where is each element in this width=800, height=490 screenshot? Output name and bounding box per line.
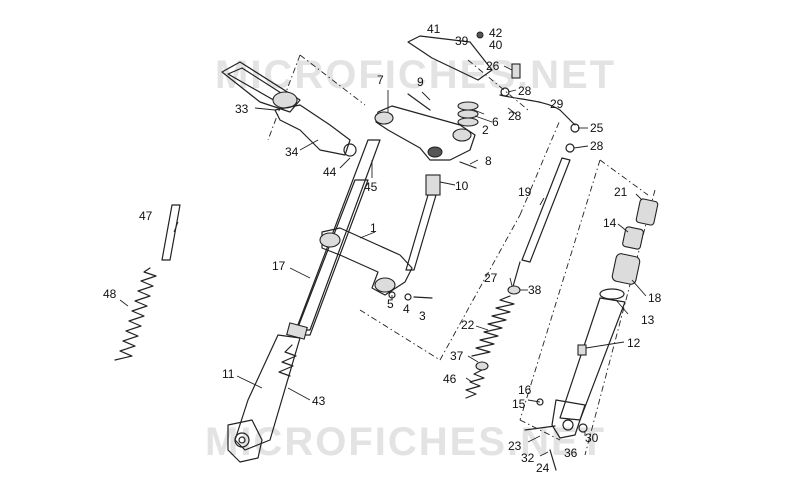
washer-38	[507, 285, 521, 295]
nut-stack	[457, 101, 479, 127]
callout-42: 42	[489, 26, 503, 40]
fork-spring-48	[114, 267, 157, 361]
callout-38: 38	[528, 283, 542, 297]
left-fork-assembly	[227, 139, 381, 463]
callout-27: 27	[484, 271, 498, 285]
callout-14: 14	[603, 216, 617, 230]
callout-12: 12	[627, 336, 641, 350]
callout-39: 39	[455, 34, 469, 48]
callout-26: 26	[486, 59, 500, 73]
callout-30: 30	[585, 431, 599, 445]
callout-44: 44	[323, 165, 337, 179]
top-cover-41	[407, 31, 493, 81]
callout-37: 37	[450, 349, 464, 363]
headlamp-bracket-34	[274, 104, 357, 157]
callout-28-c: 28	[590, 139, 604, 153]
bolt-8	[459, 161, 477, 169]
callout-43: 43	[312, 394, 326, 408]
callout-16: 16	[518, 383, 532, 397]
callout-3: 3	[419, 309, 426, 323]
callout-23: 23	[508, 439, 522, 453]
callout-numbers: 1 2 3 4 5 6 7 8 9 10 11 12 13 14 15 16 1…	[103, 22, 662, 475]
spring-22	[471, 295, 515, 357]
callout-8: 8	[485, 154, 492, 168]
rod-27	[511, 261, 521, 291]
callout-32: 32	[521, 451, 535, 465]
callout-36: 36	[564, 446, 578, 460]
washer-37	[475, 361, 489, 371]
callout-10: 10	[455, 179, 469, 193]
callout-18: 18	[648, 291, 662, 305]
clamp-bolts	[388, 291, 433, 301]
callout-15: 15	[512, 397, 526, 411]
callout-5: 5	[387, 297, 394, 311]
callout-41: 41	[427, 22, 441, 36]
callout-4: 4	[403, 302, 410, 316]
callout-40: 40	[489, 38, 503, 52]
bolt-9	[407, 93, 431, 111]
callout-22: 22	[461, 318, 475, 332]
callout-28-a: 28	[518, 84, 532, 98]
callout-48: 48	[103, 287, 117, 301]
tube-47	[161, 204, 181, 261]
callout-46: 46	[443, 372, 457, 386]
callout-28-b: 28	[508, 109, 522, 123]
damper-rod-19	[521, 157, 571, 263]
callout-24: 24	[536, 461, 550, 475]
callout-33: 33	[235, 102, 249, 116]
upper-triple-clamp-7	[374, 105, 476, 161]
callout-25: 25	[590, 121, 604, 135]
watermark-top: MICROFICHES.NET	[215, 53, 616, 97]
leader-lines	[119, 65, 647, 457]
callout-6: 6	[492, 115, 499, 129]
spring-46	[465, 369, 485, 399]
callout-21: 21	[614, 185, 628, 199]
callout-9: 9	[417, 75, 424, 89]
callout-29: 29	[550, 97, 564, 111]
callout-19: 19	[518, 185, 532, 199]
axle-bolts	[524, 398, 588, 471]
callout-13: 13	[641, 313, 655, 327]
lower-triple-clamp-1	[319, 227, 413, 296]
callout-17: 17	[272, 259, 286, 273]
callout-2: 2	[482, 123, 489, 137]
callout-45: 45	[364, 180, 378, 194]
callout-11: 11	[222, 367, 235, 381]
callout-47: 47	[139, 209, 153, 223]
right-fork-assembly	[551, 198, 659, 439]
steering-stem-10	[405, 174, 441, 271]
callout-7: 7	[377, 73, 384, 87]
watermark-bottom: MICROFICHES.NET	[205, 420, 606, 464]
callout-1: 1	[370, 221, 377, 235]
callout-34: 34	[285, 145, 299, 159]
